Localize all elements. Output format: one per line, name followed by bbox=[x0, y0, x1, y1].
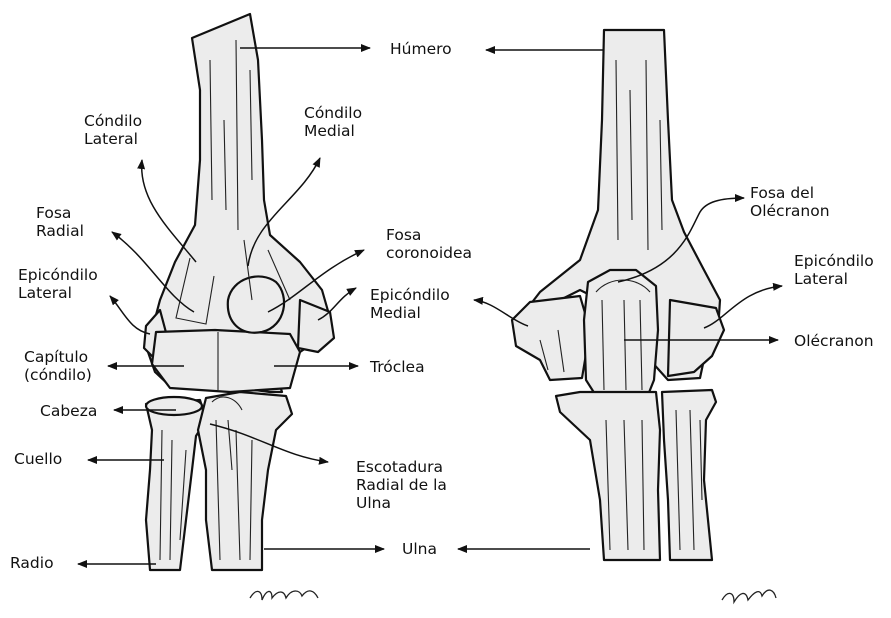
label-ulna: Ulna bbox=[402, 540, 437, 558]
label-escotadura-line2: Radial de la bbox=[356, 476, 447, 494]
label-fosa-coronoidea: Fosa coronoidea bbox=[386, 226, 472, 262]
label-condilo-medial-line2: Medial bbox=[304, 122, 362, 140]
label-fosa-olecranon-line1: Fosa del bbox=[750, 184, 830, 202]
label-fosa-olecranon: Fosa del Olécranon bbox=[750, 184, 830, 220]
label-capitulo-line2: (cóndilo) bbox=[24, 366, 92, 384]
label-capitulo: Capítulo (cóndilo) bbox=[24, 348, 92, 384]
label-fosa-coronoidea-line1: Fosa bbox=[386, 226, 472, 244]
label-condilo-medial-line1: Cóndilo bbox=[304, 104, 362, 122]
radius-posterior bbox=[662, 390, 716, 560]
signature-right bbox=[722, 590, 776, 602]
capitulum-trochlea bbox=[152, 330, 300, 392]
label-cuello: Cuello bbox=[14, 450, 62, 468]
label-condilo-medial: Cóndilo Medial bbox=[304, 104, 362, 140]
label-epicondilo-lateral-post-line2: Lateral bbox=[794, 270, 874, 288]
medial-epicondyle-anterior bbox=[298, 300, 334, 352]
label-epicondilo-medial: Epicóndilo Medial bbox=[370, 286, 450, 322]
label-troclea: Tróclea bbox=[370, 358, 425, 376]
label-epicondilo-lateral-ant-line2: Lateral bbox=[18, 284, 98, 302]
label-fosa-coronoidea-line2: coronoidea bbox=[386, 244, 472, 262]
label-condilo-lateral-line1: Cóndilo bbox=[84, 112, 142, 130]
label-epicondilo-lateral-post-line1: Epicóndilo bbox=[794, 252, 874, 270]
label-cabeza: Cabeza bbox=[40, 402, 97, 420]
coronoid-fossa bbox=[228, 276, 284, 332]
label-escotadura-line1: Escotadura bbox=[356, 458, 447, 476]
label-condilo-lateral-line2: Lateral bbox=[84, 130, 142, 148]
label-radio: Radio bbox=[10, 554, 54, 572]
label-olecranon: Olécranon bbox=[794, 332, 874, 350]
signature-left bbox=[250, 591, 318, 600]
label-epicondilo-lateral-ant-line1: Epicóndilo bbox=[18, 266, 98, 284]
label-escotadura-line3: Ulna bbox=[356, 494, 447, 512]
lateral-epicondyle-posterior bbox=[668, 300, 724, 376]
ulna-anterior bbox=[198, 392, 292, 570]
radius-anterior bbox=[146, 400, 206, 570]
label-capitulo-line1: Capítulo bbox=[24, 348, 92, 366]
posterior-view bbox=[512, 30, 724, 560]
radial-head bbox=[146, 397, 202, 415]
label-fosa-radial-line2: Radial bbox=[36, 222, 84, 240]
anterior-view bbox=[144, 14, 334, 570]
arrow-epicondilo-lateral-ant bbox=[110, 296, 150, 334]
medial-epicondyle-posterior bbox=[512, 296, 590, 380]
label-escotadura-radial: Escotadura Radial de la Ulna bbox=[356, 458, 447, 512]
label-condilo-lateral: Cóndilo Lateral bbox=[84, 112, 142, 148]
label-epicondilo-medial-line2: Medial bbox=[370, 304, 450, 322]
label-epicondilo-lateral-posterior: Epicóndilo Lateral bbox=[794, 252, 874, 288]
label-fosa-radial: Fosa Radial bbox=[36, 204, 84, 240]
label-fosa-olecranon-line2: Olécranon bbox=[750, 202, 830, 220]
label-fosa-radial-line1: Fosa bbox=[36, 204, 84, 222]
label-epicondilo-medial-line1: Epicóndilo bbox=[370, 286, 450, 304]
olecranon bbox=[584, 270, 658, 402]
label-epicondilo-lateral-anterior: Epicóndilo Lateral bbox=[18, 266, 98, 302]
label-humero: Húmero bbox=[390, 40, 452, 58]
